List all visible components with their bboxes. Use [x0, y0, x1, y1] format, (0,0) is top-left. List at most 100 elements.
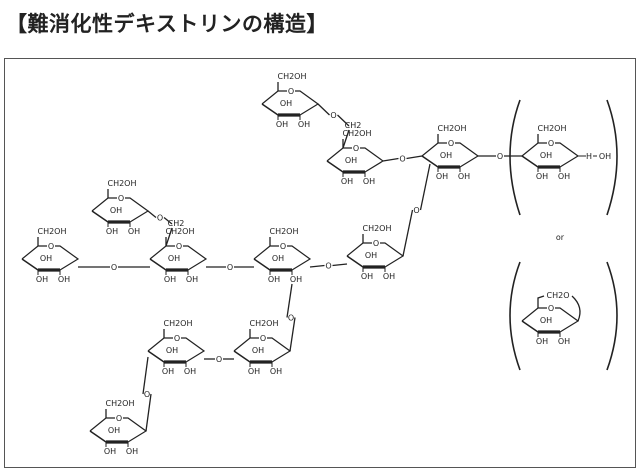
- linkage-oxygen-label: O: [157, 214, 163, 223]
- ring-oxygen-label: O: [260, 334, 266, 343]
- oh-label: OH: [345, 156, 357, 165]
- glycosidic-bond: [382, 157, 399, 162]
- ch2oh-label: CH2OH: [437, 124, 466, 133]
- reducing-end-glucose-bond: [521, 155, 539, 168]
- ring-oxygen-label: O: [280, 242, 286, 251]
- oh-label: OH: [536, 172, 548, 181]
- ch2oh-label: CH2OH: [165, 227, 194, 236]
- glycosidic-bond: [147, 210, 157, 219]
- oh-label: OH: [268, 275, 280, 284]
- oh-label: OH: [540, 151, 552, 160]
- ch2-label: CH2: [345, 121, 362, 130]
- parenthesis-left: [509, 99, 521, 216]
- oh-label: OH: [162, 367, 174, 376]
- glycosidic-bond: [337, 114, 350, 127]
- diagram-frame: [4, 58, 636, 468]
- glucose-ring-mid-left-bond: [149, 258, 167, 271]
- oh-label: OH: [363, 177, 375, 186]
- oh-label: OH: [252, 346, 264, 355]
- glycosidic-bond: [286, 283, 293, 318]
- oh-label: OH: [58, 275, 70, 284]
- ch2oh-label: CH2OH: [269, 227, 298, 236]
- linkage-oxygen-label: O: [288, 314, 294, 323]
- linkage-oxygen-label: O: [144, 390, 150, 399]
- anhydro-bridge: [571, 295, 581, 322]
- parenthesis-right: [606, 99, 618, 216]
- oh-label: OH: [341, 177, 353, 186]
- oh-label: OH: [168, 254, 180, 263]
- glucose-ring-center-bond: [253, 258, 271, 271]
- linkage-oxygen-label: O: [227, 263, 233, 272]
- linkage-oxygen-label: O: [111, 263, 117, 272]
- ch2oh-label: CH2OH: [362, 224, 391, 233]
- ring-oxygen-label: O: [373, 239, 379, 248]
- h-label: H: [586, 152, 592, 161]
- linkage-oxygen-label: O: [399, 155, 405, 164]
- ch2oh-label: CH2OH: [163, 319, 192, 328]
- glucose-ring-lower-left-bond: [147, 350, 165, 363]
- glycosidic-bond: [165, 227, 173, 247]
- oh-label: OH: [365, 251, 377, 260]
- oh-label: OH: [164, 275, 176, 284]
- oh-label: OH: [436, 172, 448, 181]
- ring-oxygen-label: O: [288, 87, 294, 96]
- glycosidic-bond: [145, 393, 152, 432]
- glucose-ring-far-left-bond: [21, 258, 39, 271]
- glycosidic-bond: [317, 103, 330, 116]
- oh-label: OH: [276, 120, 288, 129]
- linkage-oxygen-label: O: [216, 355, 222, 364]
- linkage-oxygen-label: O: [413, 206, 419, 215]
- oh-label: OH: [186, 275, 198, 284]
- glucose-ring-upper-mid-bond: [326, 160, 344, 173]
- oh-label: OH: [248, 367, 260, 376]
- oh-label: OH: [106, 227, 118, 236]
- glucose-ring-center-right-bond: [346, 255, 364, 268]
- oh-label: OH: [166, 346, 178, 355]
- glucose-ring-upper-right-bond: [421, 155, 439, 168]
- ring-oxygen-label: O: [118, 194, 124, 203]
- linkage-oxygen-label: O: [325, 262, 331, 271]
- ring-oxygen-label: O: [448, 139, 454, 148]
- oh-label: OH: [536, 337, 548, 346]
- anhydro-bridge: [537, 295, 545, 308]
- ring-oxygen-label: O: [548, 139, 554, 148]
- oh-label: OH: [36, 275, 48, 284]
- oh-label: OH: [599, 152, 611, 161]
- oh-label: OH: [383, 272, 395, 281]
- parenthesis-left: [509, 261, 521, 371]
- oh-label: OH: [540, 316, 552, 325]
- glucose-ring-left-branch-bond: [91, 210, 109, 223]
- oh-label: OH: [290, 275, 302, 284]
- ring-oxygen-label: O: [174, 334, 180, 343]
- oh-label: OH: [361, 272, 373, 281]
- oh-label: OH: [440, 151, 452, 160]
- glycosidic-bond: [309, 264, 325, 268]
- oh-label: OH: [280, 99, 292, 108]
- linkage-oxygen-label: O: [330, 111, 336, 120]
- oh-label: OH: [108, 426, 120, 435]
- ch2oh-label: CH2OH: [342, 129, 371, 138]
- ring-oxygen-label: O: [176, 242, 182, 251]
- oh-label: OH: [126, 447, 138, 456]
- oh-label: OH: [458, 172, 470, 181]
- ring-oxygen-label: O: [116, 414, 122, 423]
- oh-label: OH: [110, 206, 122, 215]
- ch2oh-label: CH2OH: [249, 319, 278, 328]
- glucose-ring-bottom-bond: [89, 430, 107, 443]
- ch2oh-label: CH2OH: [107, 179, 136, 188]
- glycosidic-bond: [142, 356, 149, 395]
- oh-label: OH: [270, 367, 282, 376]
- ring-oxygen-label: O: [353, 144, 359, 153]
- glycosidic-bond: [342, 129, 350, 149]
- oh-label: OH: [184, 367, 196, 376]
- oh-label: OH: [558, 172, 570, 181]
- anhydroglucose-ring-bond: [521, 320, 539, 333]
- glucose-ring-lower-mid-bond: [233, 350, 251, 363]
- glycosidic-bond: [419, 163, 431, 211]
- ring-oxygen-label: O: [548, 304, 554, 313]
- ch2oh-label: CH2OH: [37, 227, 66, 236]
- glycosidic-bond: [289, 317, 296, 352]
- oh-label: OH: [104, 447, 116, 456]
- oh-label: OH: [40, 254, 52, 263]
